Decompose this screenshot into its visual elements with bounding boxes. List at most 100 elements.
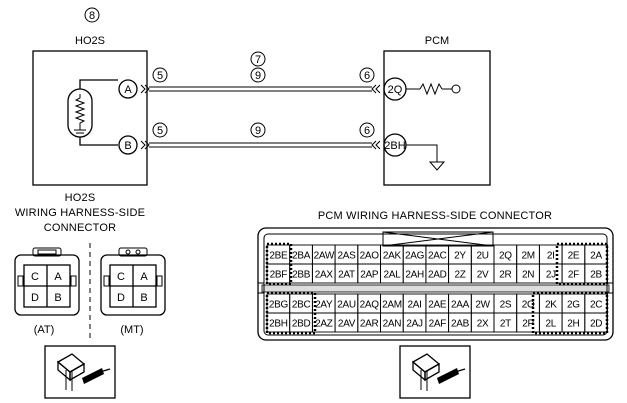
at-cell-a: A — [54, 271, 62, 283]
pcm-cell-2ac: 2AC — [428, 251, 447, 262]
ground-icon — [406, 144, 446, 171]
pcm-connector-title: PCM WIRING HARNESS-SIDE CONNECTOR — [318, 210, 552, 222]
pcm-cell-2av: 2AV — [338, 319, 356, 330]
wire-b — [149, 142, 372, 148]
marker-6-b: 6 — [359, 122, 375, 138]
marker-5-b-text: 5 — [157, 125, 163, 137]
pcm-cell-2t: 2T — [500, 319, 511, 330]
pcm-cell-2ak: 2AK — [383, 251, 402, 262]
pcm-cell-2m: 2M — [521, 251, 534, 262]
pcm-cell-2ag: 2AG — [405, 251, 425, 262]
pcm-cell-2al: 2AL — [383, 270, 401, 281]
sensor-box — [32, 50, 148, 186]
pcm-cell-2ap: 2AP — [360, 270, 379, 281]
pcm-title: PCM — [425, 35, 449, 47]
pcm-cell-2p: 2P — [522, 319, 534, 330]
pcm-cell-2h: 2H — [567, 319, 579, 330]
pcm-cell-2bg: 2BG — [269, 300, 289, 311]
pcm-cell-2ay: 2AY — [315, 300, 333, 311]
mt-cell-b: B — [140, 292, 147, 304]
connector-chevrons-icon — [140, 84, 381, 150]
pcm-cell-2aq: 2AQ — [360, 300, 380, 311]
pcm-cell-2ax: 2AX — [315, 270, 334, 281]
pcm-cell-2be: 2BE — [269, 251, 288, 262]
pcm-cell-2as: 2AS — [337, 251, 356, 262]
marker-5-a: 5 — [152, 67, 168, 83]
probe-icon — [44, 345, 116, 399]
marker-9-b: 9 — [250, 122, 266, 138]
pcm-cell-2e: 2E — [568, 251, 580, 262]
pcm-cell-2af: 2AF — [429, 319, 447, 330]
pcm-cell-2bd: 2BD — [292, 319, 311, 330]
marker-6-a: 6 — [359, 67, 375, 83]
marker-7: 7 — [250, 51, 266, 67]
pcm-cell-2c: 2C — [590, 300, 602, 311]
pcm-cell-2bh: 2BH — [269, 319, 288, 330]
pcm-cell-box — [584, 263, 608, 284]
marker-8-text: 8 — [89, 10, 95, 22]
pcm-cell-2l: 2L — [546, 319, 557, 330]
pcm-cell-2w: 2W — [475, 300, 490, 311]
pcm-cell-2au: 2AU — [337, 300, 356, 311]
mt-label: (MT) — [120, 324, 143, 336]
heater-element-icon — [67, 79, 118, 146]
pcm-cell-2an: 2AN — [383, 319, 402, 330]
at-cell-b: B — [54, 292, 61, 304]
pcm-box — [383, 50, 491, 186]
at-label: (AT) — [34, 324, 55, 336]
pcm-cell-2n: 2N — [522, 270, 534, 281]
pcm-cell-2aj: 2AJ — [406, 319, 423, 330]
pcm-cell-2bc: 2BC — [292, 300, 311, 311]
pcm-cell-2ai: 2AI — [408, 300, 422, 311]
pcm-cell-2d: 2D — [590, 319, 602, 330]
sensor-pin-a-label: A — [124, 84, 132, 96]
pcm-cell-2u: 2U — [477, 251, 489, 262]
pcm-cell-2s: 2S — [500, 300, 512, 311]
pcm-cell-2r: 2R — [499, 270, 511, 281]
pcm-cell-2v: 2V — [477, 270, 489, 281]
pcm-pin-2bh: 2BH — [383, 133, 407, 157]
pcm-cell-2ab: 2AB — [451, 319, 470, 330]
pcm-cell-2j: 2J — [546, 270, 556, 281]
mt-cell-a: A — [140, 271, 148, 283]
probe-icon — [399, 345, 471, 399]
pcm-cell-2aa: 2AA — [451, 300, 470, 311]
pcm-cell-2ba: 2BA — [292, 251, 311, 262]
mt-cell-c: C — [117, 271, 125, 283]
wire-a — [149, 86, 372, 92]
at-cell-d: D — [31, 292, 39, 304]
marker-9-a-text: 9 — [255, 70, 261, 82]
pcm-cell-2bf: 2BF — [270, 270, 288, 281]
ho2s-connector-title-1: HO2S — [65, 192, 96, 204]
pcm-cell-2at: 2AT — [338, 270, 355, 281]
pcm-cell-2ar: 2AR — [360, 319, 379, 330]
pcm-cell-2ao: 2AO — [360, 251, 380, 262]
marker-6-a-text: 6 — [364, 70, 370, 82]
pcm-cell-2f: 2F — [568, 270, 579, 281]
pcm-pin-2q-label: 2Q — [388, 84, 403, 96]
pcm-cell-2aw: 2AW — [314, 251, 335, 262]
pcm-cell-2a: 2A — [590, 251, 602, 262]
mt-cell-d: D — [117, 292, 125, 304]
pcm-cell-2ae: 2AE — [428, 300, 447, 311]
pcm-cell-2o: 2O — [522, 300, 535, 311]
ho2s-connector-at: C A D B — [14, 247, 80, 316]
pcm-cell-2ad: 2AD — [428, 270, 447, 281]
pcm-cell-2g: 2G — [567, 300, 580, 311]
pcm-cell-2b: 2B — [590, 270, 602, 281]
sensor-pin-a: A — [118, 79, 138, 99]
at-cell-c: C — [31, 271, 39, 283]
sensor-pin-b-label: B — [124, 140, 131, 152]
pcm-cell-2q: 2Q — [499, 251, 512, 262]
pcm-cell-2x: 2X — [477, 319, 489, 330]
ho2s-connector-title-2: WIRING HARNESS-SIDE — [15, 207, 145, 219]
pcm-cell-2az: 2AZ — [315, 319, 333, 330]
pcm-cell-2z: 2Z — [454, 270, 465, 281]
pcm-cell-2bb: 2BB — [292, 270, 311, 281]
ho2s-connector-title-3: CONNECTOR — [44, 222, 117, 234]
pcm-pin-2bh-label: 2BH — [384, 140, 405, 152]
pcm-cell-2i: 2I — [547, 251, 555, 262]
pcm-cell-2ah: 2AH — [405, 270, 424, 281]
